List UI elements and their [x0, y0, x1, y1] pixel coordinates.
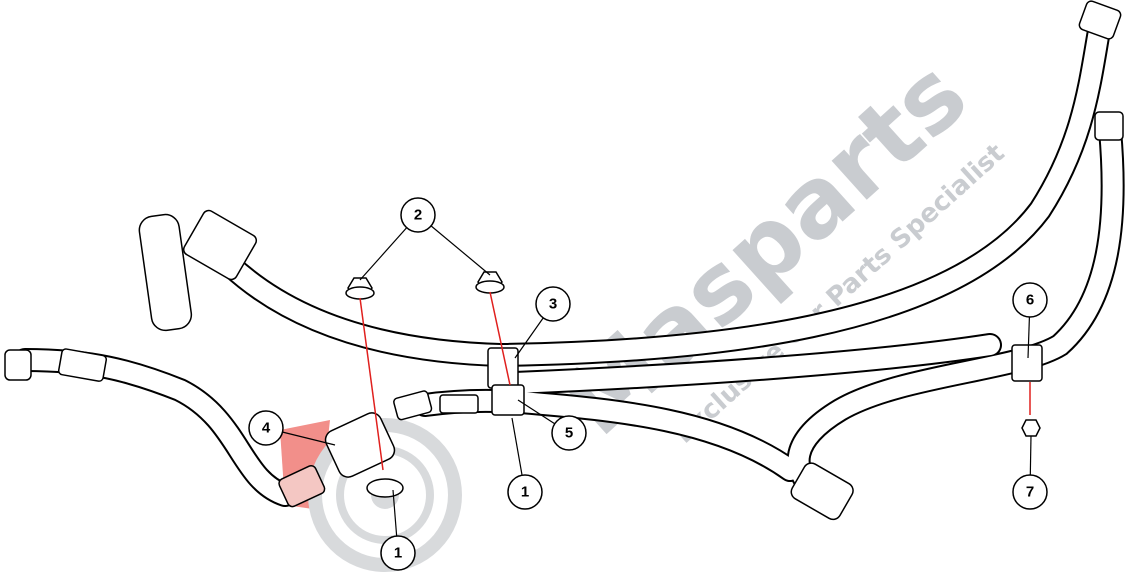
- callout-label: 3: [549, 296, 557, 313]
- bolt-axes: [359, 291, 1031, 471]
- fitting-4-nut: [278, 465, 326, 508]
- top-right-nut: [1078, 0, 1122, 40]
- elbow-fitting-left: [138, 213, 193, 332]
- callout-label: 4: [262, 420, 271, 437]
- callout-label: 2: [414, 207, 422, 224]
- clamp-5: [491, 384, 525, 416]
- crimp-sleeve-left: [57, 348, 108, 382]
- clamp-6: [1011, 344, 1043, 382]
- bolt-7: [1021, 419, 1041, 437]
- valve-outlet: [393, 390, 433, 421]
- callout-7: 7: [1012, 474, 1048, 510]
- left-end-nut: [4, 349, 32, 381]
- callout-2: 2: [400, 197, 436, 233]
- hoses: [13, 13, 1125, 507]
- callout-label: 6: [1026, 292, 1034, 309]
- callout-3: 3: [535, 286, 571, 322]
- crimp-sleeve-mid: [439, 394, 479, 414]
- callout-1-clamp: 1: [507, 474, 543, 510]
- callout-label: 7: [1026, 484, 1034, 501]
- callout-label: 1: [521, 484, 529, 501]
- nut-left: [182, 209, 258, 281]
- valve-mount-bracket: [366, 478, 404, 498]
- callout-4: 4: [248, 410, 284, 446]
- callout-label: 1: [394, 545, 402, 562]
- callout-1-valve: 1: [380, 535, 416, 571]
- lower-right-fitting: [790, 462, 854, 521]
- watermark-brand: Masparts: [540, 38, 988, 457]
- callout-label: 5: [565, 425, 573, 442]
- right-nut: [1094, 111, 1124, 141]
- callout-5: 5: [551, 415, 587, 451]
- callout-6: 6: [1012, 282, 1048, 318]
- clamps: [345, 271, 1043, 437]
